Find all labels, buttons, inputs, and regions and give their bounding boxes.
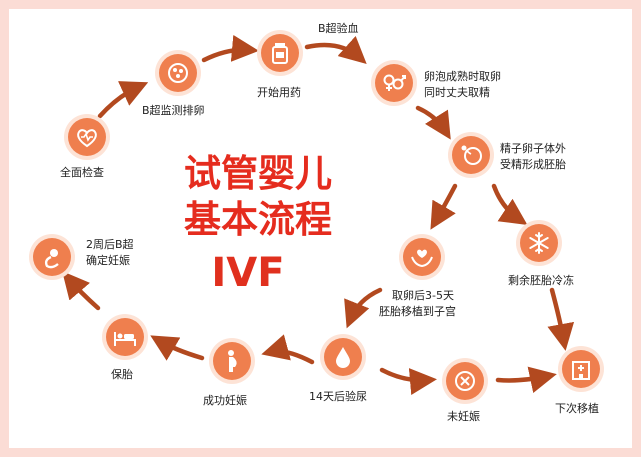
fetus-icon (44, 249, 59, 269)
heart-pulse-icon (77, 129, 97, 148)
label-ivf-1: 精子卵子体外 (500, 142, 566, 155)
label-transfer-2: 胚胎移植到子宫 (379, 305, 456, 318)
label-b-blood-test: B超验血 (318, 22, 359, 35)
step-b-monitor-ovulation (159, 54, 197, 92)
bed-rest-icon (114, 332, 136, 346)
label-next-transfer: 下次移植 (555, 402, 599, 415)
arrow-monitor-to-medication (201, 34, 259, 63)
arrow-exam-to-monitor (97, 81, 149, 119)
label-b-monitor-ovulation: B超监测排卵 (142, 104, 205, 117)
title-line-3: IVF (211, 250, 285, 296)
arrow-urine-to-notpregnant (379, 367, 437, 396)
label-urine-test: 14天后验尿 (309, 390, 367, 403)
label-pregnant: 成功妊娠 (203, 394, 247, 407)
medicine-bottle-icon (272, 43, 288, 64)
step-full-exam (68, 118, 106, 156)
label-freeze-embryos: 剩余胚胎冷冻 (508, 274, 574, 287)
label-full-exam: 全面检查 (60, 166, 104, 179)
label-start-medication: 开始用药 (257, 86, 301, 99)
step-start-medication (261, 34, 299, 72)
arrow-pregnant-to-care (150, 335, 205, 361)
arrow-transfer-to-urine (344, 287, 383, 329)
label-confirm-2: 确定妊娠 (86, 254, 130, 267)
drop-icon (336, 347, 350, 368)
label-retrieve-eggs-1: 卵泡成熟时取卵 (424, 70, 501, 83)
label-not-pregnant: 未妊娠 (447, 410, 480, 423)
step-pregnancy-care (106, 318, 144, 356)
label-ivf-2: 受精形成胚胎 (500, 158, 566, 171)
arrow-freeze-to-next (547, 287, 575, 351)
label-retrieve-eggs-2: 同时丈夫取精 (424, 86, 490, 99)
step-next-transfer (562, 350, 600, 388)
arrow-retrieval-to-ivf (415, 105, 451, 140)
arrow-urine-to-pregnant (261, 334, 315, 365)
step-ivf (452, 136, 490, 174)
title-line-1: 试管婴儿 (184, 152, 332, 195)
step-retrieve-eggs (375, 64, 413, 102)
arrow-medication-to-retrieval (304, 35, 367, 65)
fertilization-icon (461, 145, 482, 165)
label-transfer-1: 取卵后3-5天 (392, 289, 454, 302)
label-pregnancy-care: 保胎 (111, 368, 133, 381)
step-pregnant (213, 342, 251, 380)
arrow-ivf-to-freeze (491, 183, 528, 225)
not-pregnant-icon (455, 371, 475, 391)
arrow-ivf-to-transfer (430, 183, 458, 230)
hospital-icon (572, 361, 590, 380)
snowflake-icon (529, 232, 549, 254)
arrow-notpregnant-to-next (495, 366, 557, 393)
step-confirm-pregnancy (33, 238, 71, 276)
label-confirm-1: 2周后B超 (86, 238, 134, 251)
arrow-care-to-confirm (62, 271, 101, 311)
hands-heart-icon (411, 249, 433, 268)
step-transfer (403, 238, 441, 276)
pregnant-woman-icon (228, 350, 237, 372)
ultrasound-icon (168, 63, 188, 83)
step-urine-test (324, 338, 362, 376)
step-freeze-embryos (520, 224, 558, 262)
title-line-2: 基本流程 (184, 198, 332, 241)
gender-symbols-icon (383, 74, 406, 91)
step-not-pregnant (446, 362, 484, 400)
